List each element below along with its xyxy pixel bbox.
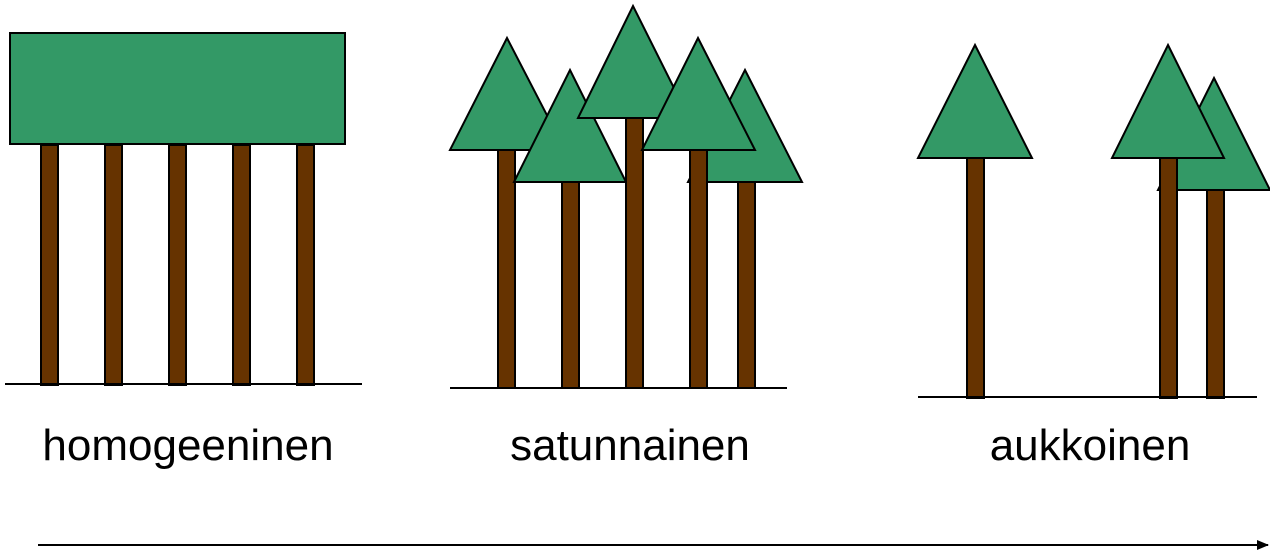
tree-trunk: [737, 181, 756, 389]
tree-trunk: [232, 144, 251, 386]
tree-crown: [512, 67, 628, 183]
tree-trunk: [1206, 189, 1225, 399]
tree-trunk: [966, 157, 985, 399]
gappy-stand: [916, 42, 1270, 399]
tree-trunk: [40, 144, 59, 386]
tree-crown: [576, 3, 691, 119]
tree-trunk: [689, 149, 708, 389]
homogeneous-stand: [5, 32, 362, 386]
tree-trunk: [168, 144, 187, 386]
tree-trunk: [104, 144, 123, 386]
tree-trunk: [1159, 157, 1178, 399]
tree-trunk: [625, 117, 644, 389]
tree-crown: [1110, 42, 1226, 159]
tree-trunk: [497, 149, 516, 389]
tree-crown: [448, 35, 567, 151]
tree-trunk: [561, 181, 580, 389]
label-homogeneous: homogeeninen: [42, 421, 334, 470]
tree-crown: [916, 42, 1034, 159]
tree-trunk: [296, 144, 315, 386]
label-gappy: aukkoinen: [989, 421, 1191, 470]
label-random: satunnainen: [510, 421, 750, 470]
tree-crown: [640, 35, 757, 151]
random-stand: [448, 3, 804, 389]
canopy-block: [9, 32, 346, 145]
